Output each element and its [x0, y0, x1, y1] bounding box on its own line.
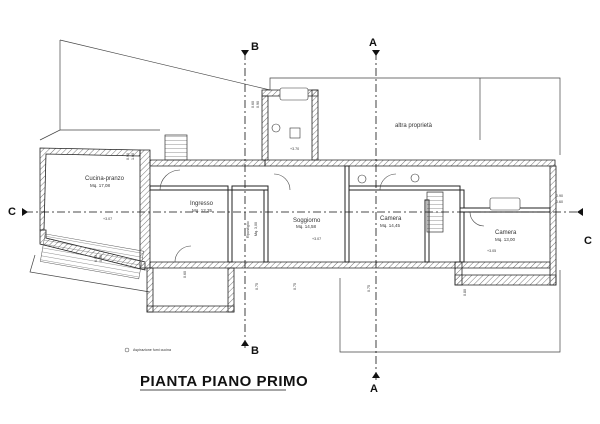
room-label-ripostiglio: Ripostiglio — [246, 221, 250, 238]
bathroom-fixtures — [271, 87, 521, 211]
room-label-camera-2: Camera — [495, 230, 517, 236]
dim-label: 0.60 — [556, 200, 563, 204]
dim-label: 0.75 — [293, 283, 297, 290]
dim-label: 0.75 — [367, 285, 371, 292]
room-area-ingresso: Mq. 12,35 — [192, 208, 213, 213]
section-marker-a-bottom: A — [370, 383, 378, 395]
dim-label: 0.60 — [183, 271, 187, 278]
section-marker-c-left: C — [8, 206, 16, 218]
dim-label: 0.75 — [255, 283, 259, 290]
dim-label: 0.80 — [463, 289, 467, 296]
room-area-soggiorno: Mq. 14,58 — [296, 224, 317, 229]
aspiration-symbol — [124, 347, 130, 353]
room-label-camera-1: Camera — [380, 216, 402, 222]
stairs-upper — [164, 134, 188, 161]
aspiration-note: Aspirazione fumi cucina — [133, 348, 171, 352]
room-label-soggiorno: Soggiorno — [293, 218, 321, 224]
section-marker-b-top: B — [251, 41, 259, 53]
dim-label: 0.90 — [126, 153, 130, 160]
bath-level: +3.70 — [290, 147, 299, 151]
room-level-camera-2: +3.05 — [487, 249, 496, 253]
roof-outlines — [29, 39, 561, 353]
plan-title: PIANTA PIANO PRIMO — [140, 373, 308, 390]
section-marker-c-right: C — [584, 235, 592, 247]
outer-walls — [39, 89, 557, 313]
interior-walls — [149, 165, 551, 263]
stairs-left-exterior — [40, 233, 144, 280]
dim-label: 1.00 — [131, 153, 135, 160]
dim-label: 0.90 — [256, 101, 260, 108]
room-area-camera-2: Mq. 13,00 — [495, 237, 516, 242]
section-marker-a-top: A — [369, 37, 377, 49]
dim-label: 0.90 — [556, 194, 563, 198]
room-level-soggiorno: +3.07 — [312, 237, 321, 241]
door-swings — [159, 169, 485, 263]
room-level-cucina: +3.07 — [103, 217, 112, 221]
section-marker-b-bottom: B — [251, 345, 259, 357]
neighbor-label: altra proprietà — [395, 123, 433, 129]
room-label-cucina: Cucina-pranzo — [85, 176, 125, 182]
dim-label: 0.60 — [251, 101, 255, 108]
dim-label: 0.90 — [94, 255, 98, 262]
dim-label: 0.90 — [99, 255, 103, 262]
section-cut-lines — [25, 52, 580, 380]
section-arrows — [22, 50, 583, 378]
room-area-camera-1: Mq. 14,45 — [380, 223, 401, 228]
room-area-ripostiglio: Mq. 3,00 — [254, 222, 258, 236]
room-area-cucina: Mq. 17,08 — [90, 183, 111, 188]
room-label-ingresso: Ingresso — [190, 201, 214, 207]
